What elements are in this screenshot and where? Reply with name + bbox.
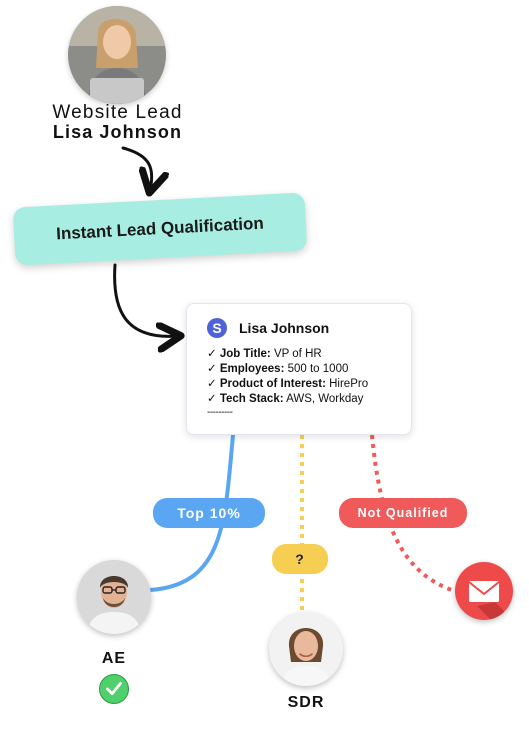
card-row-employees: ✓ Employees: 500 to 1000 — [207, 363, 349, 375]
route-tag-not-qualified: Not Qualified — [339, 498, 467, 528]
ae-avatar — [77, 560, 151, 634]
route-line-not-qualified — [370, 434, 459, 594]
s-logo-icon: S — [207, 318, 227, 338]
checkmark-icon: ✓ — [207, 393, 217, 405]
checkmark-icon: ✓ — [207, 363, 217, 375]
checkmark-icon: ✓ — [207, 348, 217, 360]
qualification-label: Instant Lead Qualification — [55, 213, 265, 244]
route-tag-unknown: ? — [272, 544, 328, 574]
lead-profile-card: S Lisa Johnson ✓ Job Title: VP of HR ✓ E… — [186, 303, 412, 435]
route-line-top — [148, 433, 235, 592]
lead-avatar — [68, 6, 166, 104]
arrow-qualification-to-card — [113, 263, 178, 336]
lead-source-label: Website Lead — [52, 102, 183, 123]
arrow-lead-to-qualification — [121, 146, 152, 190]
checkmark-icon: ✓ — [207, 378, 217, 390]
card-row-product: ✓ Product of Interest: HirePro — [207, 378, 369, 390]
lead-name: Lisa Johnson — [52, 122, 183, 142]
checkmark-icon — [99, 674, 129, 704]
card-row-job-title: ✓ Job Title: VP of HR — [207, 348, 322, 360]
ae-label: AE — [101, 650, 127, 667]
route-tag-top: Top 10% — [153, 498, 265, 528]
sdr-label: SDR — [287, 694, 325, 711]
card-row-tech-stack: ✓ Tech Stack: AWS, Workday — [207, 393, 364, 405]
envelope-icon — [455, 562, 513, 620]
card-lead-name: Lisa Johnson — [239, 320, 330, 336]
sdr-avatar — [269, 612, 343, 686]
card-divider: --------- — [207, 407, 233, 418]
